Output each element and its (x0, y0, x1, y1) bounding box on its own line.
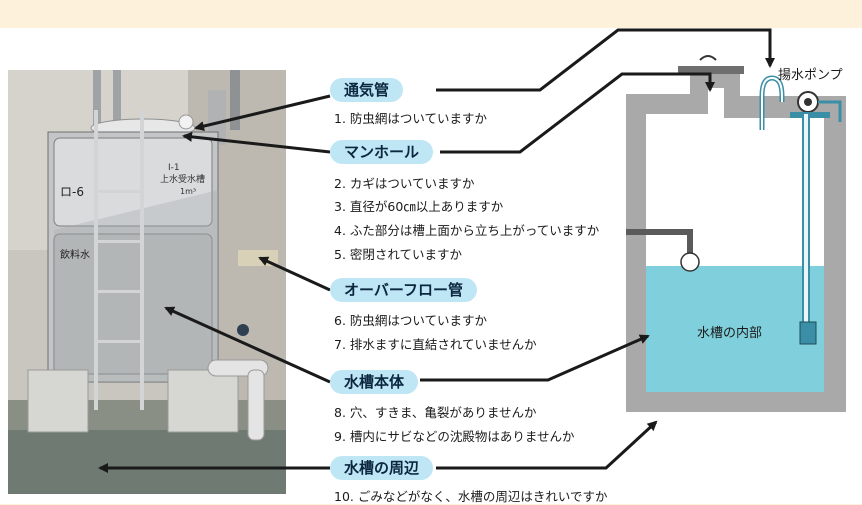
tank-interior-label: 水槽の内部 (697, 326, 763, 341)
label-manhole: マンホール (330, 140, 434, 164)
check-item-7: 7. 排水ますに直結されていませんか (334, 337, 537, 352)
plate-label-3: 1m³ (180, 187, 196, 196)
label-tank-surroundings: 水槽の周辺 (330, 456, 434, 480)
check-item-10: 10. ごみなどがなく、水槽の周辺はきれいですか (334, 489, 608, 504)
check-item-8: 8. 穴、すきま、亀裂がありませんか (334, 405, 537, 420)
top-band (0, 0, 862, 28)
check-item-4: 4. ふた部分は槽上面から立ち上がっていますか (334, 223, 600, 238)
label-vent-pipe: 通気管 (330, 78, 404, 102)
check-item-2: 2. カギはついていますか (334, 176, 475, 191)
check-item-9: 9. 槽内にサビなどの沈殿物はありませんか (334, 429, 575, 444)
check-item-6: 6. 防虫網はついていますか (334, 313, 488, 328)
check-item-5: 5. 密閉されていますか (334, 247, 463, 262)
side-mark: ロ-6 (60, 185, 84, 199)
tank-schematic (626, 55, 846, 412)
front-mark: 飲料水 (60, 248, 90, 261)
label-overflow-pipe: オーバーフロー管 (330, 278, 477, 302)
plate-label-2: 上水受水槽 (160, 173, 205, 185)
check-item-3: 3. 直径が60㎝以上ありますか (334, 199, 504, 214)
tank-photo-illustration: I-1 上水受水槽 1m³ ロ-6 飲料水 (8, 70, 286, 494)
check-item-1: 1. 防虫網はついていますか (334, 111, 488, 126)
label-tank-body: 水槽本体 (330, 370, 419, 394)
pump-label: 揚水ポンプ (778, 68, 843, 83)
tank-photo: I-1 上水受水槽 1m³ ロ-6 飲料水 (8, 70, 286, 494)
plate-label-1: I-1 (168, 163, 180, 173)
